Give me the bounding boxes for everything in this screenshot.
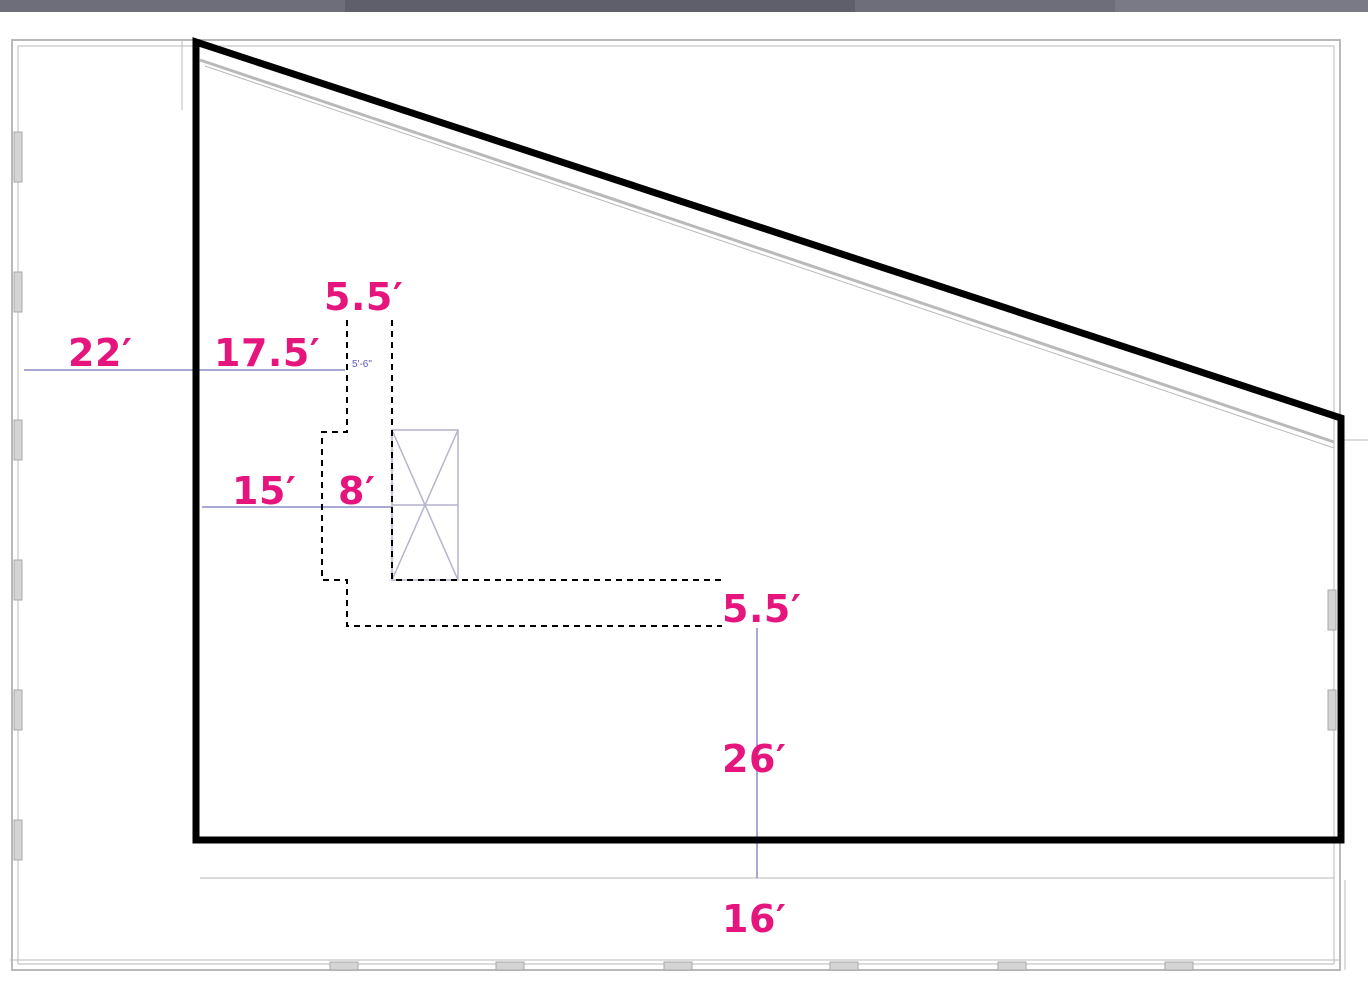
label-vertical-run: 26′ [722,737,786,781]
label-top-gap: 5.5′ [324,275,403,319]
shaft-box [391,429,459,581]
label-inner-depth: 8′ [338,469,375,513]
label-bottom-width: 16′ [722,897,786,941]
plan-walls [10,39,1368,971]
wall-ticks [13,131,1337,971]
label-mid-gap: 5.5′ [722,587,801,631]
plan-gap-dimension: 5'-6" [352,359,372,370]
label-side-depth: 15′ [232,469,296,513]
core-dashed-outline [321,320,722,627]
label-left-width: 22′ [68,331,132,375]
top-bar [0,0,1368,12]
plan-dimension-lines [24,369,758,878]
dimension-labels: 22′ 17.5′ 5.5′ 15′ 8′ 5.5′ 26′ 16′ [68,275,801,941]
space-outline [192,37,1345,844]
label-inner-left-width: 17.5′ [214,331,320,375]
